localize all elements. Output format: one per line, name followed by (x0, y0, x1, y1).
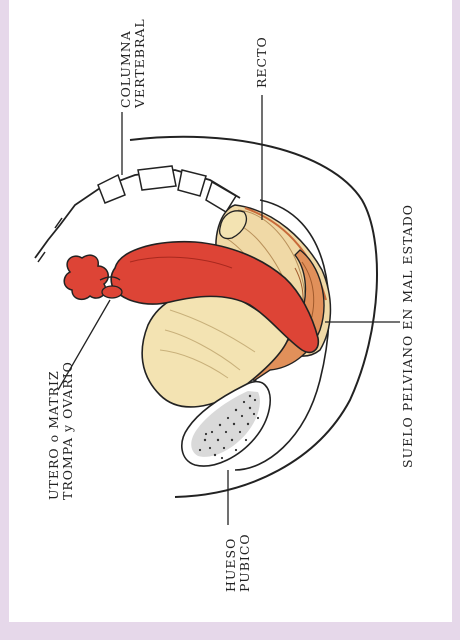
label-columna-line2: VERTEBRAL (132, 18, 147, 109)
label-hueso-line2: PUBICO (237, 533, 252, 592)
vertebra (138, 166, 176, 190)
label-hueso-line1: HUESO (223, 538, 238, 592)
vertebra (178, 170, 206, 196)
fallopian-tube-ovary (64, 255, 122, 299)
label-utero-line2: TROMPA y OVARIO (60, 361, 75, 500)
label-suelo-pelviano: SUELO PELVIANO EN MAL ESTADO (400, 204, 415, 468)
vertebra (98, 175, 125, 203)
label-recto: RECTO (254, 36, 269, 88)
label-utero-line1: UTERO o MATRIZ (46, 370, 61, 500)
label-columna-line1: COLUMNA (118, 30, 133, 108)
